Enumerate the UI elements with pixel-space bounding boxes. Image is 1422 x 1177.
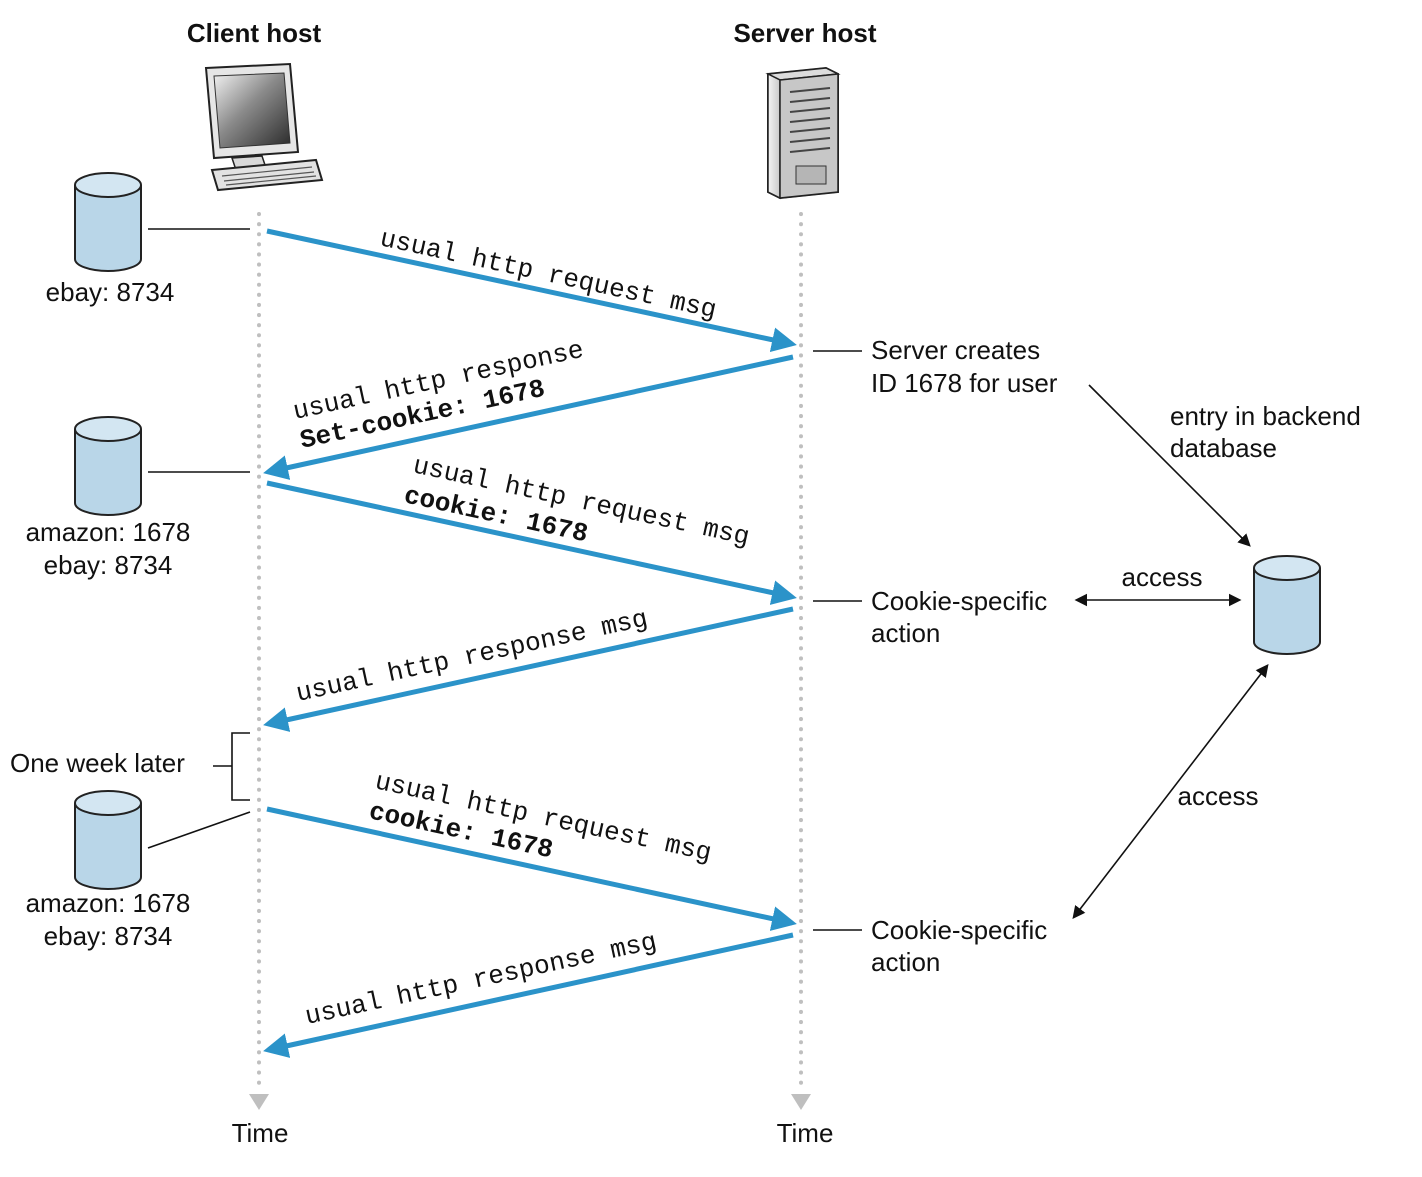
server-host-title: Server host xyxy=(733,18,876,48)
client-store-3-line1: amazon: 1678 xyxy=(26,888,191,918)
client-host-title: Client host xyxy=(187,18,322,48)
access-label-2: access xyxy=(1178,781,1259,811)
client-store-2-line1: amazon: 1678 xyxy=(26,517,191,547)
one-week-later-label: One week later xyxy=(10,748,185,778)
request-arrow-3 xyxy=(266,806,797,931)
server-creates-label: Server creates xyxy=(871,335,1040,365)
access-arrow-2 xyxy=(1072,663,1269,920)
message-4-label: usual http response msg xyxy=(293,604,650,709)
server-time-label: Time xyxy=(777,1118,834,1148)
computer-icon xyxy=(204,62,324,192)
client-time-label: Time xyxy=(232,1118,289,1148)
client-store-2-line2: ebay: 8734 xyxy=(44,550,173,580)
cookie-specific-action-2b: action xyxy=(871,947,940,977)
cookie-specific-action-1: Cookie-specific xyxy=(871,586,1047,616)
backend-database-icon xyxy=(1253,555,1321,655)
server-creates-id-label: ID 1678 for user xyxy=(871,368,1058,398)
access-label-1: access xyxy=(1122,562,1203,592)
client-cookie-db-icon xyxy=(74,790,251,890)
client-cookie-db-icon xyxy=(74,416,250,516)
request-arrow-1 xyxy=(266,228,797,353)
client-store-3-line2: ebay: 8734 xyxy=(44,921,173,951)
response-arrow-1 xyxy=(263,354,794,480)
cookie-specific-action-1b: action xyxy=(871,618,940,648)
response-arrow-2 xyxy=(263,606,794,732)
client-time-arrowhead xyxy=(249,1094,269,1110)
client-cookie-db-icon xyxy=(74,172,250,272)
request-arrow-2 xyxy=(266,480,797,605)
one-week-bracket xyxy=(213,732,250,801)
message-6-label: usual http response msg xyxy=(302,927,659,1032)
response-arrow-3 xyxy=(263,932,794,1058)
backend-entry-label: entry in backend xyxy=(1170,401,1361,431)
backend-entry-label-2: database xyxy=(1170,433,1277,463)
message-1-label: usual http request msg xyxy=(377,223,719,325)
server-time-arrowhead xyxy=(791,1094,811,1110)
client-store-1-line1: ebay: 8734 xyxy=(46,277,175,307)
cookie-specific-action-2: Cookie-specific xyxy=(871,915,1047,945)
server-icon xyxy=(765,66,841,200)
create-entry-arrow xyxy=(1088,384,1251,547)
